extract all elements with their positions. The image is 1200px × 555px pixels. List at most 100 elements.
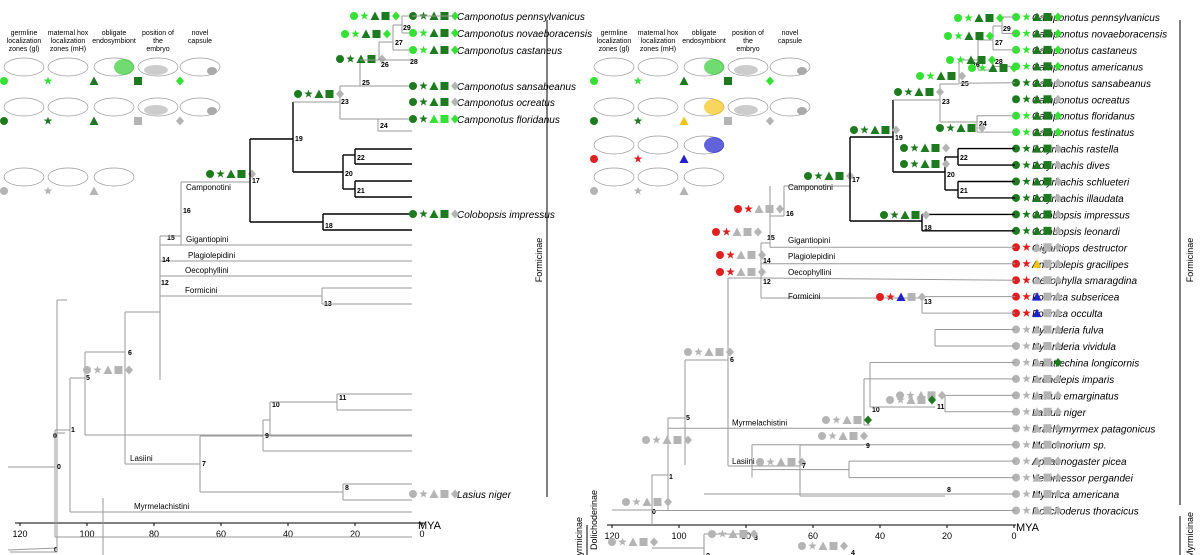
star-icon xyxy=(954,31,963,40)
circle-icon xyxy=(818,432,826,440)
subfamily-label: Formicinae xyxy=(1185,238,1195,283)
capsule xyxy=(797,67,807,75)
square-icon xyxy=(1043,13,1052,21)
square-icon xyxy=(1043,259,1052,268)
legend-header: germline xyxy=(601,30,628,37)
circle-icon xyxy=(1012,276,1020,285)
clade-label: Formicini xyxy=(185,286,218,295)
star-icon xyxy=(1022,341,1031,350)
species-name: Formica subsericea xyxy=(1032,293,1120,304)
node-label: 17 xyxy=(252,178,260,185)
diamond-icon xyxy=(776,204,784,214)
diamond-icon xyxy=(986,31,994,41)
star-icon xyxy=(1022,226,1031,235)
square-icon xyxy=(1043,473,1052,482)
circle-icon xyxy=(1012,95,1020,104)
capsule xyxy=(797,107,807,115)
circle-icon xyxy=(804,172,812,180)
species-name: Monomorium sp. xyxy=(1032,441,1106,452)
node-label: 19 xyxy=(895,135,903,142)
node-label: 6 xyxy=(730,357,734,364)
diamond-icon xyxy=(766,116,774,126)
triangle-icon xyxy=(956,123,966,132)
square-icon xyxy=(1043,62,1052,71)
circle-icon xyxy=(1012,128,1020,137)
diamond-icon xyxy=(864,415,872,425)
triangle-icon xyxy=(429,28,439,37)
circle-icon xyxy=(886,396,894,404)
diamond-icon xyxy=(1054,489,1062,499)
triangle-icon xyxy=(429,114,439,123)
triangle-icon xyxy=(838,431,848,440)
star-icon xyxy=(766,457,775,466)
square-icon xyxy=(715,348,724,356)
triangle-icon xyxy=(704,347,714,356)
triangle-icon xyxy=(642,497,652,506)
square-icon xyxy=(440,46,449,54)
species-name: Camponotus sansabeanus xyxy=(1032,79,1151,90)
square-icon xyxy=(739,530,748,538)
triangle-icon xyxy=(103,365,113,374)
node-label: 0 xyxy=(652,509,656,516)
triangle-icon xyxy=(900,210,910,219)
circle-icon xyxy=(900,160,908,168)
square-icon xyxy=(1043,161,1052,170)
node-label: 19 xyxy=(295,136,303,143)
legend-header: novel xyxy=(192,30,209,37)
clade-label: Camponotini xyxy=(186,183,231,192)
star-icon xyxy=(419,81,428,90)
diamond-icon xyxy=(451,97,459,107)
square-icon xyxy=(1043,95,1052,104)
star-icon xyxy=(718,529,727,538)
legend-header: maternal hox xyxy=(638,30,679,37)
square-icon xyxy=(1043,243,1052,252)
square-icon xyxy=(975,32,984,40)
square-icon xyxy=(747,268,756,276)
circle-icon xyxy=(1012,490,1020,499)
species-name: Camponotus sansabeanus xyxy=(457,82,576,93)
triangle-icon xyxy=(1032,193,1042,202)
triangle-icon xyxy=(370,11,380,20)
legend-header: localization xyxy=(641,38,676,45)
triangle-icon xyxy=(1032,12,1042,21)
species-name: Polyrhachis illaudata xyxy=(1032,194,1124,205)
diamond-icon xyxy=(451,81,459,91)
axis-tick-label: 40 xyxy=(283,529,293,539)
star-icon xyxy=(828,431,837,440)
triangle-icon xyxy=(936,71,946,80)
square-icon xyxy=(1043,128,1052,137)
node-label: 20 xyxy=(947,172,955,179)
circle-icon xyxy=(1012,226,1020,235)
axis-label: MYA xyxy=(418,520,442,532)
diamond-icon xyxy=(451,489,459,499)
species-name: Myrmica americana xyxy=(1032,490,1120,501)
star-icon xyxy=(722,227,731,236)
node-label: 22 xyxy=(960,155,968,162)
circle-icon xyxy=(916,72,924,80)
triangle-icon xyxy=(974,13,984,22)
triangle-icon xyxy=(1032,275,1042,285)
triangle-icon xyxy=(1032,94,1042,104)
circle-icon xyxy=(1012,161,1020,170)
diamond-icon xyxy=(758,250,766,260)
species-name: Paratrechina longicornis xyxy=(1032,358,1139,369)
triangle-icon xyxy=(1032,292,1042,301)
square-icon xyxy=(765,205,774,213)
clade-label: Plagiolepidini xyxy=(188,251,235,260)
star-icon xyxy=(726,250,735,259)
circle-icon xyxy=(341,30,349,38)
triangle-icon xyxy=(429,97,439,106)
diamond-icon xyxy=(958,71,966,81)
node-label: 20 xyxy=(345,171,353,178)
species-name: Lasius emarginatus xyxy=(1032,391,1119,402)
triangle-icon xyxy=(964,31,974,40)
node-label: 11 xyxy=(937,404,945,411)
triangle-icon xyxy=(1032,489,1042,499)
circle-icon xyxy=(622,498,630,506)
node-label: 24 xyxy=(380,123,388,130)
triangle-icon xyxy=(429,209,439,218)
diamond-icon xyxy=(664,497,672,507)
star-icon xyxy=(93,365,102,374)
triangle-icon xyxy=(842,415,852,424)
